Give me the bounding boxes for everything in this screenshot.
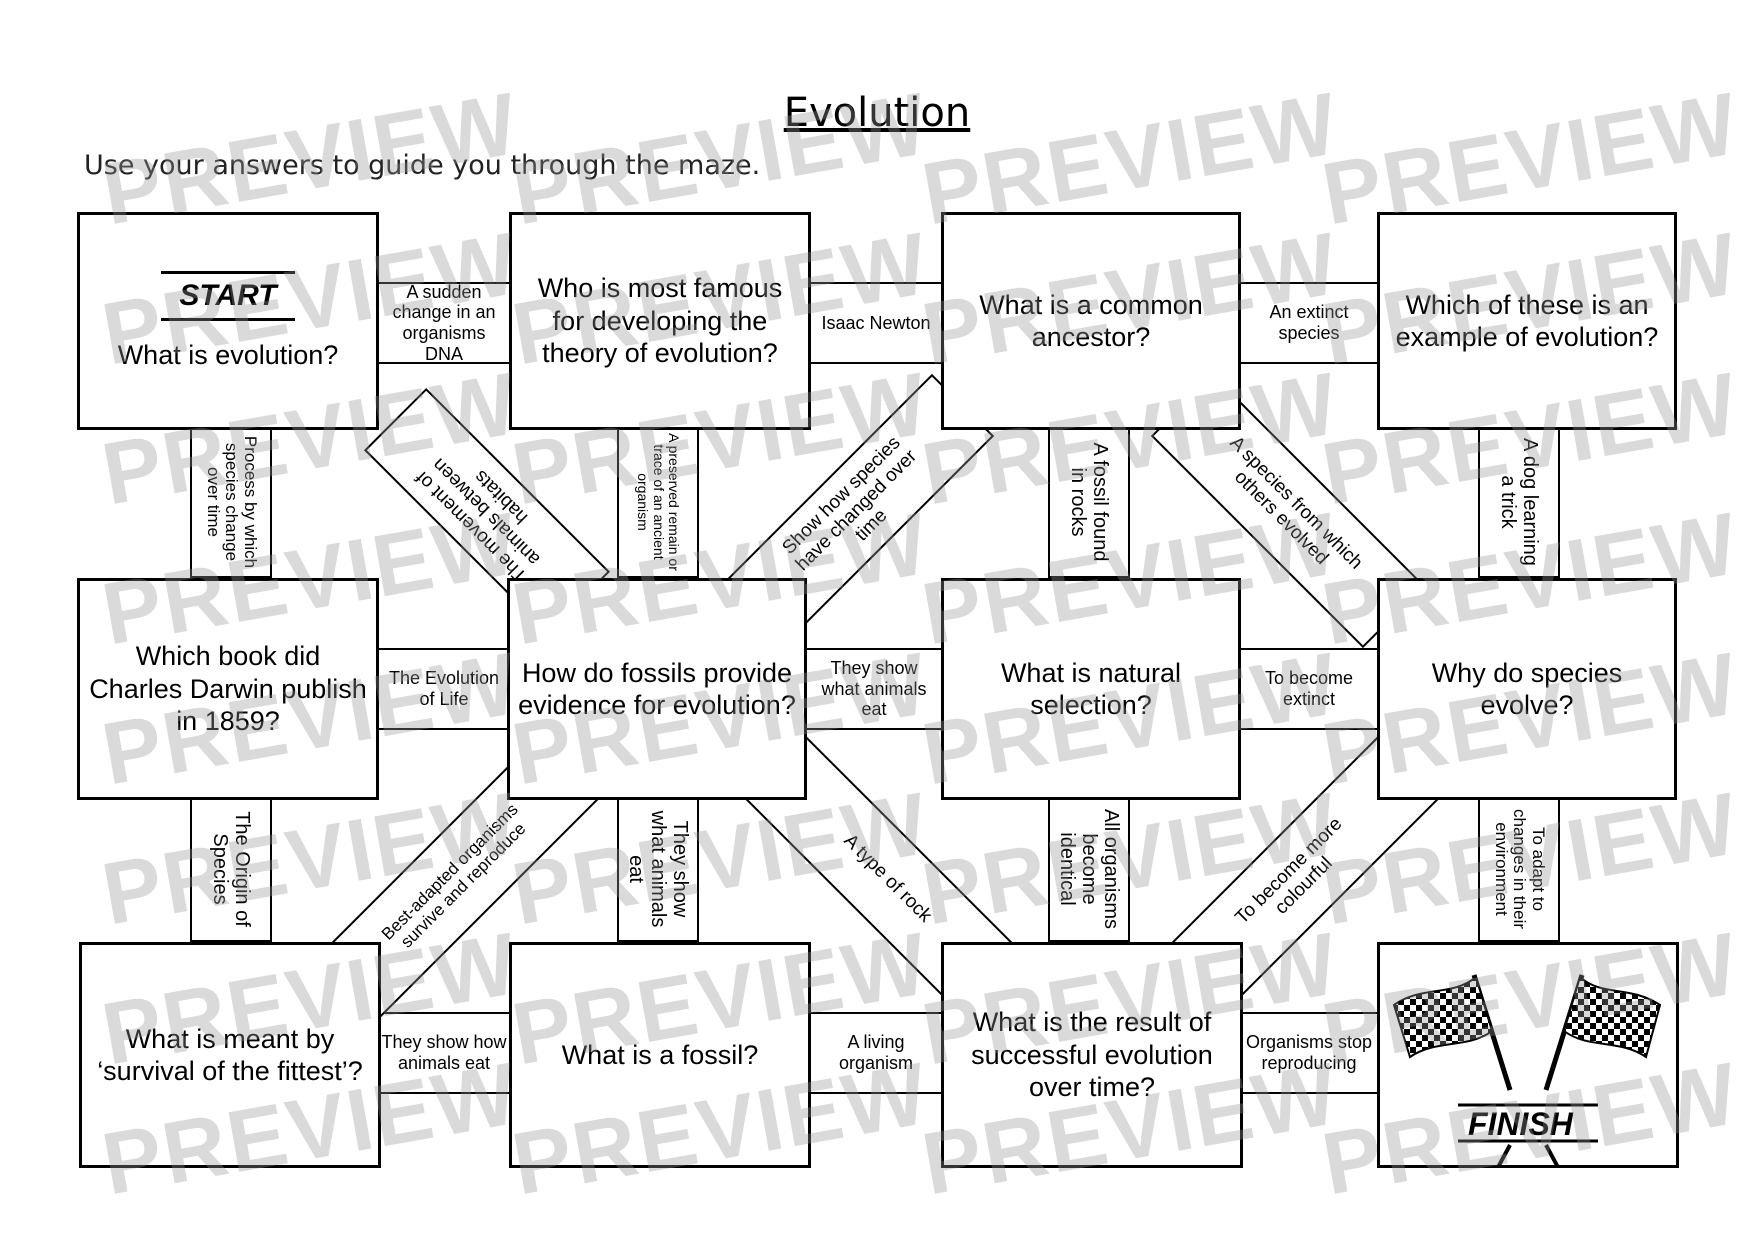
answer-text: The movement of animals between habitats [411, 453, 545, 587]
answer-text: A fossil found in rocks [1067, 442, 1111, 562]
question-text: Which of these is an example of evolutio… [1395, 289, 1659, 352]
answer-connector[interactable]: An extinct species [1239, 282, 1379, 364]
finish-label: FINISH [1468, 1106, 1573, 1142]
question-box[interactable]: What is the result of successful evoluti… [941, 942, 1243, 1168]
answer-text: They show what animals eat [625, 810, 691, 928]
question-box[interactable]: What is a common ancestor? [941, 212, 1241, 430]
answer-connector[interactable]: Organisms stop reproducing [1239, 1012, 1379, 1094]
answer-text: Process by which species change over tim… [203, 435, 261, 569]
answer-connector[interactable]: They show what animals eat [617, 796, 699, 942]
finish-box[interactable]: FINISH [1377, 942, 1679, 1168]
question-text: Why do species evolve? [1431, 657, 1623, 720]
answer-connector[interactable]: A sudden change in an organisms DNA [377, 282, 511, 364]
answer-connector[interactable]: Process by which species change over tim… [190, 426, 272, 578]
question-text: What is meant by ‘survival of the fittes… [97, 1023, 363, 1086]
answer-connector[interactable]: A dog learning a trick [1478, 426, 1560, 578]
answer-connector[interactable]: Isaac Newton [809, 282, 943, 364]
question-box[interactable]: What is meant by ‘survival of the fittes… [79, 942, 381, 1168]
answer-text: The Origin of Species [209, 811, 253, 927]
start-label: START [161, 270, 295, 321]
answer-text: To become more colourful [1231, 813, 1347, 929]
question-text: How do fossils provide evidence for evol… [518, 657, 796, 720]
question-text: What is the result of successful evoluti… [971, 1007, 1213, 1103]
answer-text: Show how species have changed over time [778, 432, 921, 575]
question-text: What is evolution? [117, 339, 339, 370]
answer-connector[interactable]: The Evolution of Life [377, 648, 511, 730]
checkered-flags-icon [1392, 974, 1662, 1165]
question-text: What is a common ancestor? [979, 289, 1203, 352]
answer-text: A type of rock [839, 830, 936, 927]
answer-connector[interactable]: A preserved remain or trace of an ancien… [617, 426, 699, 578]
question-text: What is natural selection? [1000, 657, 1182, 720]
question-box[interactable]: Who is most famous for developing the th… [509, 212, 811, 430]
answer-text: All organisms become identical [1056, 808, 1122, 930]
question-box[interactable]: How do fossils provide evidence for evol… [507, 578, 807, 800]
question-text: What is a fossil? [561, 1039, 759, 1070]
question-text: Which book did Charles Darwin publish in… [89, 641, 367, 737]
page-title: Evolution [783, 90, 971, 136]
answer-connector[interactable]: They show what animals eat [805, 648, 943, 730]
answer-text: A preserved remain or trace of an ancien… [635, 433, 683, 571]
answer-text: A species from which others evolved [1225, 432, 1367, 574]
answer-connector[interactable]: To adapt to changes in their environment [1478, 796, 1560, 942]
answer-connector[interactable]: They show how animals eat [377, 1012, 511, 1094]
answer-connector[interactable]: All organisms become identical [1048, 796, 1130, 942]
question-box[interactable]: What is a fossil? [509, 942, 811, 1168]
answer-connector[interactable]: To become extinct [1239, 648, 1379, 730]
question-box[interactable]: Why do species evolve? [1377, 578, 1677, 800]
answer-text: To adapt to changes in their environment [1491, 808, 1549, 930]
start-box[interactable]: START What is evolution? [77, 212, 379, 430]
answer-text: A dog learning a trick [1497, 438, 1541, 566]
instructions: Use your answers to guide you through th… [84, 150, 761, 181]
question-box[interactable]: What is natural selection? [941, 578, 1241, 800]
question-text: Who is most famous for developing the th… [537, 273, 783, 369]
question-box[interactable]: Which of these is an example of evolutio… [1377, 212, 1677, 430]
answer-connector[interactable]: A living organism [809, 1012, 943, 1094]
answer-connector[interactable]: A fossil found in rocks [1048, 426, 1130, 578]
question-box[interactable]: Which book did Charles Darwin publish in… [77, 578, 379, 800]
answer-connector[interactable]: The Origin of Species [190, 796, 272, 942]
start-content: START What is evolution? [117, 270, 339, 371]
